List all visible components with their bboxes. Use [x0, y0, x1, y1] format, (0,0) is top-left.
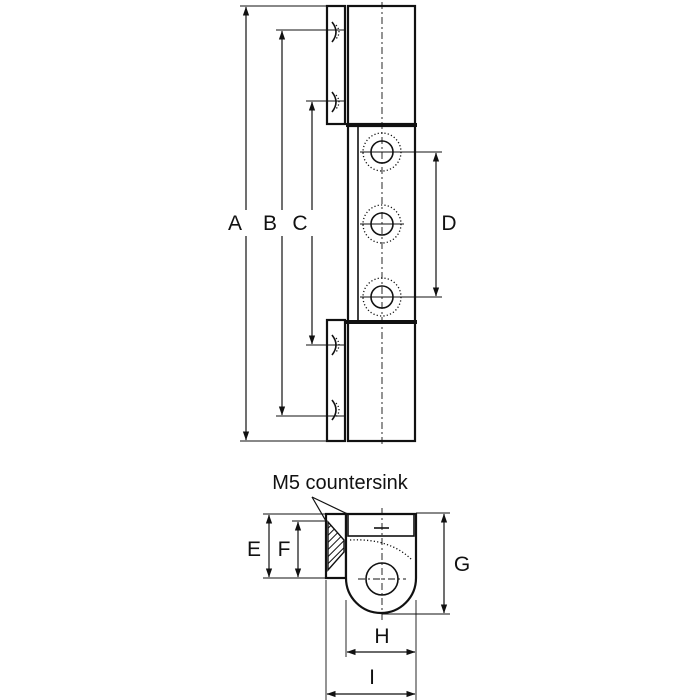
dimension-B: B — [263, 30, 286, 416]
dimension-D-label: D — [441, 212, 456, 235]
hinge-front-view: A B C D — [228, 2, 457, 447]
dimension-D: D — [432, 152, 457, 297]
screw-hole-top — [360, 132, 404, 172]
screw-hole-bottom — [360, 277, 404, 317]
dimension-A: A — [228, 6, 250, 441]
hinge-section-view: M5 countersink — [247, 472, 470, 700]
mounting-leaf-top — [325, 4, 347, 126]
dimension-H-label: H — [374, 625, 389, 648]
mounting-leaf-bottom — [325, 318, 347, 443]
dimension-G: G — [440, 513, 470, 614]
dimension-I-label: I — [369, 666, 375, 689]
dimension-E: E — [247, 514, 273, 578]
dimension-C-label: C — [292, 212, 307, 235]
extension-lines-section — [263, 512, 450, 700]
section-knuckle — [344, 508, 418, 620]
dimension-C: C — [292, 101, 316, 345]
section-leaf — [324, 512, 348, 580]
knuckle-lower — [346, 320, 417, 443]
dimension-B-label: B — [263, 212, 277, 235]
knuckle-upper — [346, 4, 417, 126]
dimension-F-label: F — [278, 538, 291, 561]
dimension-F: F — [278, 521, 302, 578]
dimension-E-label: E — [247, 538, 261, 561]
dimension-H: H — [346, 625, 416, 656]
screw-hole-middle — [360, 204, 404, 244]
dimension-A-label: A — [228, 212, 242, 235]
countersink-note: M5 countersink — [272, 472, 409, 494]
dimension-G-label: G — [454, 553, 470, 576]
dimension-I: I — [326, 666, 416, 698]
extension-lines-front — [240, 5, 442, 442]
